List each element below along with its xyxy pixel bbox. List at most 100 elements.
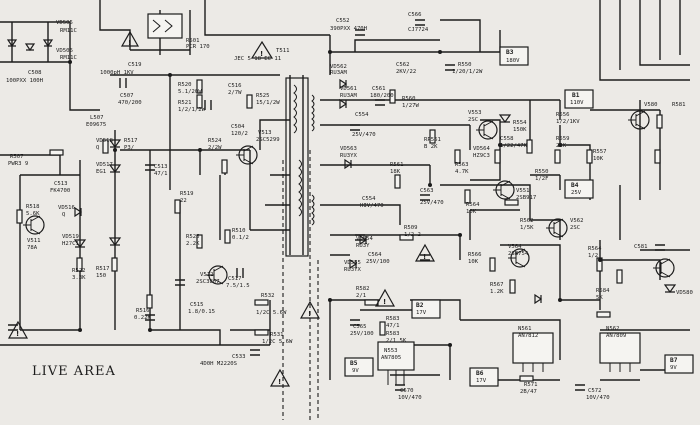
svg-text:2SB917: 2SB917 xyxy=(516,195,536,201)
label-vd580: VD580 xyxy=(676,290,693,296)
warning-icon: ! xyxy=(7,320,29,339)
svg-text:R517: R517 xyxy=(96,266,109,272)
ic-blocks xyxy=(147,13,641,385)
svg-text:RM11C: RM11C xyxy=(60,55,77,61)
svg-text:AN7805: AN7805 xyxy=(381,355,401,361)
svg-text:C533: C533 xyxy=(232,354,245,360)
svg-text:VD561: VD561 xyxy=(340,86,357,92)
svg-text:R518: R518 xyxy=(26,204,40,210)
svg-text:R531: R531 xyxy=(270,332,283,338)
svg-text:VD580: VD580 xyxy=(676,290,693,296)
svg-text:5.6K: 5.6K xyxy=(26,211,40,217)
svg-text:R516: R516 xyxy=(136,308,149,314)
svg-text:VD516: VD516 xyxy=(58,205,75,211)
label-v580: V580 xyxy=(644,102,657,108)
svg-text:2SC3807: 2SC3807 xyxy=(196,279,220,285)
svg-text:C558: C558 xyxy=(500,136,514,142)
svg-text:470/200: 470/200 xyxy=(118,100,142,106)
svg-text:1000pH 1KV: 1000pH 1KV xyxy=(100,70,134,76)
svg-text:FK4700: FK4700 xyxy=(50,188,70,194)
svg-text:RU3YX: RU3YX xyxy=(344,267,361,273)
svg-text:C515: C515 xyxy=(190,302,203,308)
warning-mark: ! xyxy=(260,50,263,58)
svg-text:C561: C561 xyxy=(372,86,385,92)
svg-text:C562: C562 xyxy=(396,62,409,68)
svg-text:AN7809: AN7809 xyxy=(606,333,626,339)
svg-text:VD506: VD506 xyxy=(56,48,73,54)
svg-text:10K: 10K xyxy=(593,156,604,162)
svg-text:120/2: 120/2 xyxy=(231,131,248,137)
svg-text:25V: 25V xyxy=(571,190,582,196)
svg-text:Q: Q xyxy=(96,145,100,151)
svg-text:17V: 17V xyxy=(416,310,427,316)
svg-text:R571: R571 xyxy=(524,382,537,388)
svg-text:47/1: 47/1 xyxy=(386,323,399,329)
svg-text:B6: B6 xyxy=(476,370,484,377)
svg-text:E09675: E09675 xyxy=(86,122,106,128)
svg-text:1/5K: 1/5K xyxy=(520,225,534,231)
svg-text:1/2/1KV: 1/2/1KV xyxy=(556,119,580,125)
svg-text:R517: R517 xyxy=(124,138,137,144)
svg-text:R510: R510 xyxy=(232,228,245,234)
svg-text:17V: 17V xyxy=(476,378,487,384)
svg-text:B2: B2 xyxy=(416,302,424,309)
diodes xyxy=(6,39,677,305)
svg-text:R507: R507 xyxy=(10,154,23,160)
svg-text:V551: V551 xyxy=(516,188,529,194)
svg-text:2SC: 2SC xyxy=(468,117,478,123)
svg-text:B4: B4 xyxy=(571,182,579,189)
svg-text:B1: B1 xyxy=(572,92,580,99)
svg-text:25V/100: 25V/100 xyxy=(350,331,374,337)
warning-icon: ! xyxy=(414,243,436,262)
svg-text:7.5/1.5: 7.5/1.5 xyxy=(226,283,250,289)
svg-text:C513: C513 xyxy=(54,181,67,187)
junctions xyxy=(68,50,602,347)
svg-text:VD555: VD555 xyxy=(344,260,361,266)
svg-text:5K: 5K xyxy=(596,295,603,301)
svg-text:1/2F: 1/2F xyxy=(535,176,549,182)
svg-text:1/2: 1/2 xyxy=(588,253,598,259)
svg-text:C570: C570 xyxy=(400,388,413,394)
svg-text:VD554: VD554 xyxy=(356,236,373,242)
warning-icon: ! xyxy=(250,40,274,59)
svg-text:R584: R584 xyxy=(596,288,610,294)
svg-text:9V: 9V xyxy=(352,368,359,374)
label-r581: R581 xyxy=(672,102,685,108)
svg-text:R501: R501 xyxy=(186,38,199,44)
svg-text:0.1/2: 0.1/2 xyxy=(232,235,249,241)
svg-text:1/20/1/2W: 1/20/1/2W xyxy=(452,69,483,75)
svg-text:R567: R567 xyxy=(490,282,503,288)
svg-text:N553: N553 xyxy=(384,348,397,354)
svg-text:10K: 10K xyxy=(468,259,479,265)
svg-text:2SC5299: 2SC5299 xyxy=(256,137,280,143)
svg-text:R564: R564 xyxy=(588,246,602,252)
